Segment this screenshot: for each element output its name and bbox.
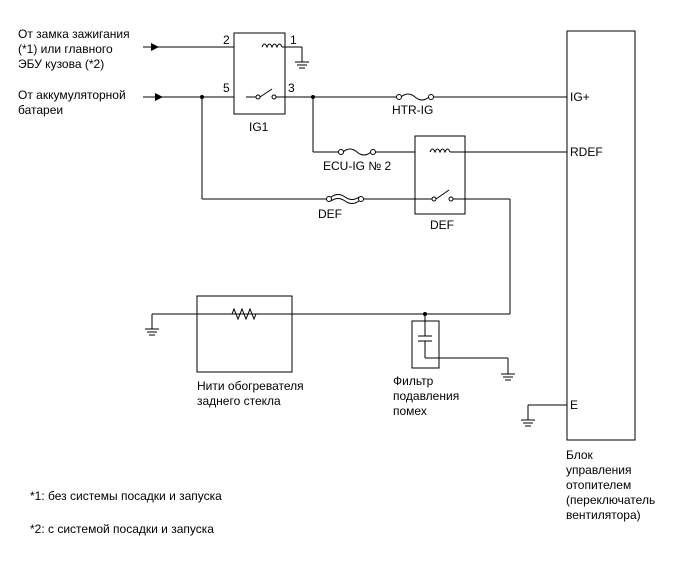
ecu-ig-fuse-icon bbox=[342, 148, 372, 156]
filter-ground-icon bbox=[501, 373, 515, 381]
ig1-pin-2: 2 bbox=[223, 33, 230, 47]
def-switch-blade bbox=[435, 189, 450, 200]
ignition-source-label: От замка зажигания (*1) или главного ЭБУ… bbox=[18, 27, 130, 71]
heater-label-line-1: Нити обогревателя bbox=[197, 379, 304, 393]
control-unit-label-line-3: отопителем bbox=[566, 478, 631, 492]
pin-ig-plus: IG+ bbox=[570, 90, 590, 104]
ig1-label: IG1 bbox=[249, 120, 269, 134]
relay-def: DEF bbox=[414, 135, 567, 232]
ig1-ground-icon bbox=[295, 47, 309, 69]
ig1-coil-icon bbox=[261, 43, 283, 49]
noise-filter: Фильтр подавления помех bbox=[393, 314, 509, 418]
ignition-source-line-2: (*1) или главного bbox=[18, 42, 113, 56]
control-unit-ground-icon bbox=[521, 419, 535, 427]
battery-source-label: От аккумуляторной батареи bbox=[18, 88, 126, 117]
def-fuse-icon bbox=[330, 194, 360, 200]
ecu-ig-circuit: ECU-IG № 2 bbox=[312, 97, 430, 173]
filter-label-line-1: Фильтр bbox=[393, 374, 434, 388]
heater-label-line-2: заднего стекла bbox=[197, 394, 281, 408]
heater-resistor-icon bbox=[231, 307, 257, 321]
relay-ig1: 2 1 5 3 IG1 bbox=[223, 32, 306, 134]
heater-circuit: Нити обогревателя заднего стекла bbox=[152, 295, 510, 408]
filter-label-line-3: помех bbox=[393, 404, 427, 418]
pin-e: E bbox=[570, 398, 578, 412]
ig1-pin-3: 3 bbox=[288, 81, 295, 95]
footnote-2: *2: с системой посадки и запуска bbox=[30, 522, 214, 536]
htr-ig-fuse-icon bbox=[400, 93, 430, 101]
def-relay-label: DEF bbox=[430, 218, 454, 232]
footnote-1: *1: без системы посадки и запуска bbox=[30, 489, 222, 503]
battery-input-wire bbox=[143, 93, 246, 101]
ig1-pin-5: 5 bbox=[223, 81, 230, 95]
ig1-pin-1: 1 bbox=[290, 33, 297, 47]
ignition-source-line-1: От замка зажигания bbox=[18, 27, 130, 41]
battery-source-line-1: От аккумуляторной bbox=[18, 88, 126, 102]
battery-arrow-icon bbox=[155, 93, 163, 101]
control-unit: IG+ RDEF E Блок управления отопителем (п… bbox=[527, 30, 655, 522]
htr-ig-fuse-label: HTR-IG bbox=[392, 103, 433, 117]
ignition-arrow-icon bbox=[151, 43, 159, 51]
control-unit-label-line-2: управления bbox=[566, 463, 631, 477]
battery-source-line-2: батареи bbox=[18, 103, 63, 117]
control-unit-label-line-5: вентилятора) bbox=[566, 508, 641, 522]
def-coil-icon bbox=[429, 148, 451, 154]
def-fuse-label: DEF bbox=[318, 207, 342, 221]
filter-label-line-2: подавления bbox=[393, 389, 459, 403]
control-unit-label-line-1: Блок bbox=[566, 448, 594, 462]
heater-ground-icon bbox=[145, 314, 159, 336]
def-fuse-circuit: DEF bbox=[201, 97, 420, 221]
pin-rdef: RDEF bbox=[570, 145, 603, 159]
control-unit-label-line-4: (переключатель bbox=[566, 493, 655, 507]
ig1-switch-blade bbox=[259, 88, 273, 98]
htr-ig-circuit: HTR-IG bbox=[306, 93, 567, 117]
ecu-ig-fuse-label: ECU-IG № 2 bbox=[323, 159, 392, 173]
ignition-source-line-3: ЭБУ кузова (*2) bbox=[18, 57, 104, 71]
